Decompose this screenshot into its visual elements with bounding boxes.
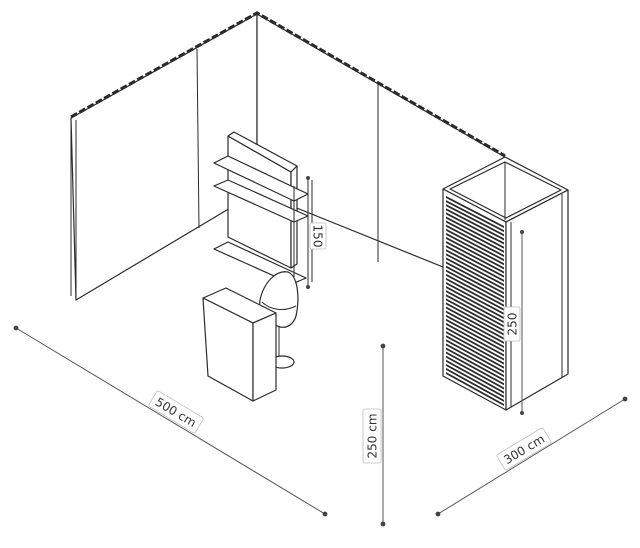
shutter-slat [446,314,504,349]
shutter-slat [446,343,504,378]
shutter-slat [446,286,504,320]
shutter-slat [446,196,504,228]
shelf-height-label: 150 [311,225,325,248]
height-label-box [362,408,382,464]
shutter-slat [446,269,504,303]
shutter-slat [446,216,504,249]
width-dot-end [322,511,328,517]
cabin-height-label: 250 [506,313,520,336]
shutter-slat [446,261,504,295]
shutter-slat [446,335,504,369]
cabin-height-label-box [503,306,521,342]
cabin-shutter-slats [446,196,504,406]
shutter-slat [446,322,504,357]
top-frame-rail [70,11,506,158]
shutter-slat [446,363,504,398]
depth-dot-start [435,511,441,517]
shutter-slat [446,318,504,353]
height-label: 250 cm [366,413,380,458]
width-label-box [148,390,204,434]
shutter-slat [446,351,504,386]
width-dot-start [13,325,19,331]
left-wall-panel-divider [196,48,200,229]
width-dimension: 500 cm [13,325,328,517]
cabin-height-dot-bottom [520,411,524,415]
width-dimension-line [15,327,326,515]
storage-cabin [442,156,569,415]
shutter-slat [446,326,504,361]
shutter-slat [446,281,504,315]
cabin-height-dimension: 250 [503,306,521,342]
height-dimension: 250 cm [362,343,386,527]
shutter-slat [446,298,504,332]
shutter-slat [446,212,504,245]
shutter-slat [446,245,504,278]
chair-seat-edge [261,301,297,310]
depth-dimension-line [437,398,626,515]
shutter-slat [446,277,504,311]
shelf-height-label-box [309,222,327,250]
shutter-slat [446,241,504,274]
height-dot-top [380,343,386,349]
shutter-slat [446,339,504,373]
counter [202,287,277,402]
shutter-slat [446,306,504,340]
shelf-height-dimension: 150 [309,222,327,250]
shutter-slat [446,257,504,291]
shutter-slat [446,249,504,282]
depth-dimension: 300 cm [435,396,628,517]
shutter-slat [446,224,504,257]
depth-label-box [496,427,552,471]
shutter-slat [446,367,504,402]
shutter-slat [446,232,504,266]
shutter-slat [446,355,504,390]
shutter-slat [446,359,504,394]
shutter-slat [446,290,504,324]
shutter-slat [446,294,504,328]
depth-dot-end [622,396,628,402]
shelf-dimension-dot-bottom [306,285,310,289]
shutter-slat [446,310,504,344]
cabin-height-dot-top [520,230,524,234]
shutter-slat [446,347,504,382]
shutter-slat [446,204,504,237]
shelf-dimension-dot-top [306,176,310,180]
shutter-slat [446,331,504,365]
shutter-slat [446,372,504,406]
shutter-slat [446,220,504,253]
cabin-right-face [505,189,569,411]
shutter-slat [446,273,504,307]
shutter-slat [446,200,504,233]
shutter-slat [446,236,504,270]
shutter-slat [446,302,504,336]
height-dot-bottom [380,521,386,527]
shutter-slat [446,265,504,299]
counter-side [252,312,277,402]
shutter-slat [446,228,504,262]
shutter-slat [446,208,504,241]
shutter-slat [446,253,504,286]
